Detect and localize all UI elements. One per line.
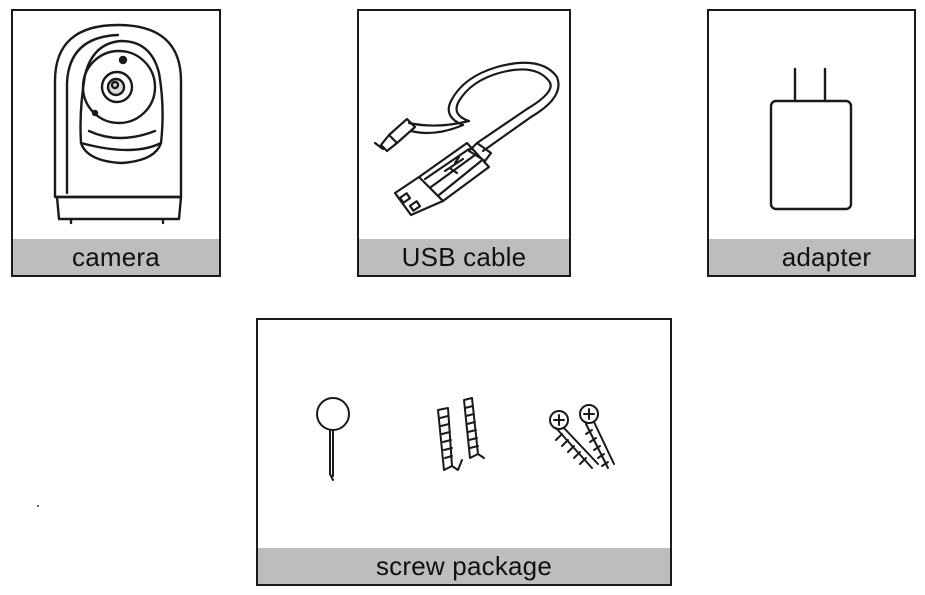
item-label: USB cable: [359, 239, 569, 275]
camera-icon: [53, 23, 183, 225]
wall-anchor-icon: [437, 397, 485, 471]
item-label: adapter: [709, 239, 914, 275]
reset-pin-icon: [316, 397, 350, 481]
item-label: screw package: [258, 548, 670, 584]
stray-dot: [37, 505, 39, 507]
item-label: camera: [13, 239, 219, 275]
item-card-adapter: adapter: [707, 9, 916, 277]
item-card-screw-package: screw package: [256, 318, 672, 586]
adapter-icon: [769, 67, 853, 211]
item-card-camera: camera: [11, 9, 221, 277]
item-card-usb-cable: USB cable: [357, 9, 571, 277]
usb-cable-icon: [373, 61, 560, 217]
screw-icon: [549, 404, 615, 469]
screw-package-icon: [316, 397, 615, 481]
